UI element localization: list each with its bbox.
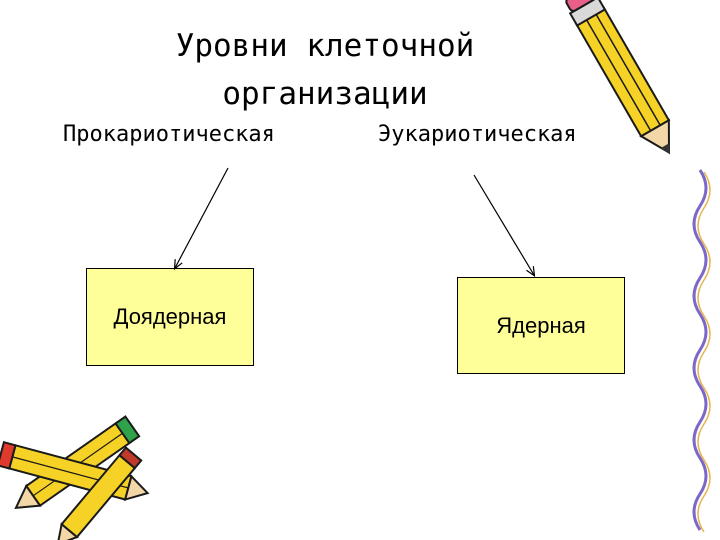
arrow-left [175, 167, 229, 268]
box-prenuclear: Доядерная [86, 268, 254, 366]
wavy-border-line [692, 169, 708, 531]
box-prenuclear-label: Доядерная [113, 304, 227, 329]
title-line-1: Уровни клеточной [175, 28, 475, 64]
level-label-prokaryotic: Прокариотическая [63, 122, 275, 147]
pencil-icon [565, 0, 671, 155]
wavy-border-line-shadow [697, 171, 711, 533]
crossed-pencils-icon [0, 415, 150, 540]
box-nuclear: Ядерная [457, 277, 625, 374]
box-nuclear-label: Ядерная [496, 312, 586, 338]
level-label-eukaryotic: Эукариотическая [378, 122, 577, 147]
diagram-title: Уровни клеточной организации [120, 22, 530, 118]
arrow-right [473, 174, 534, 275]
title-line-2: организации [222, 76, 428, 112]
